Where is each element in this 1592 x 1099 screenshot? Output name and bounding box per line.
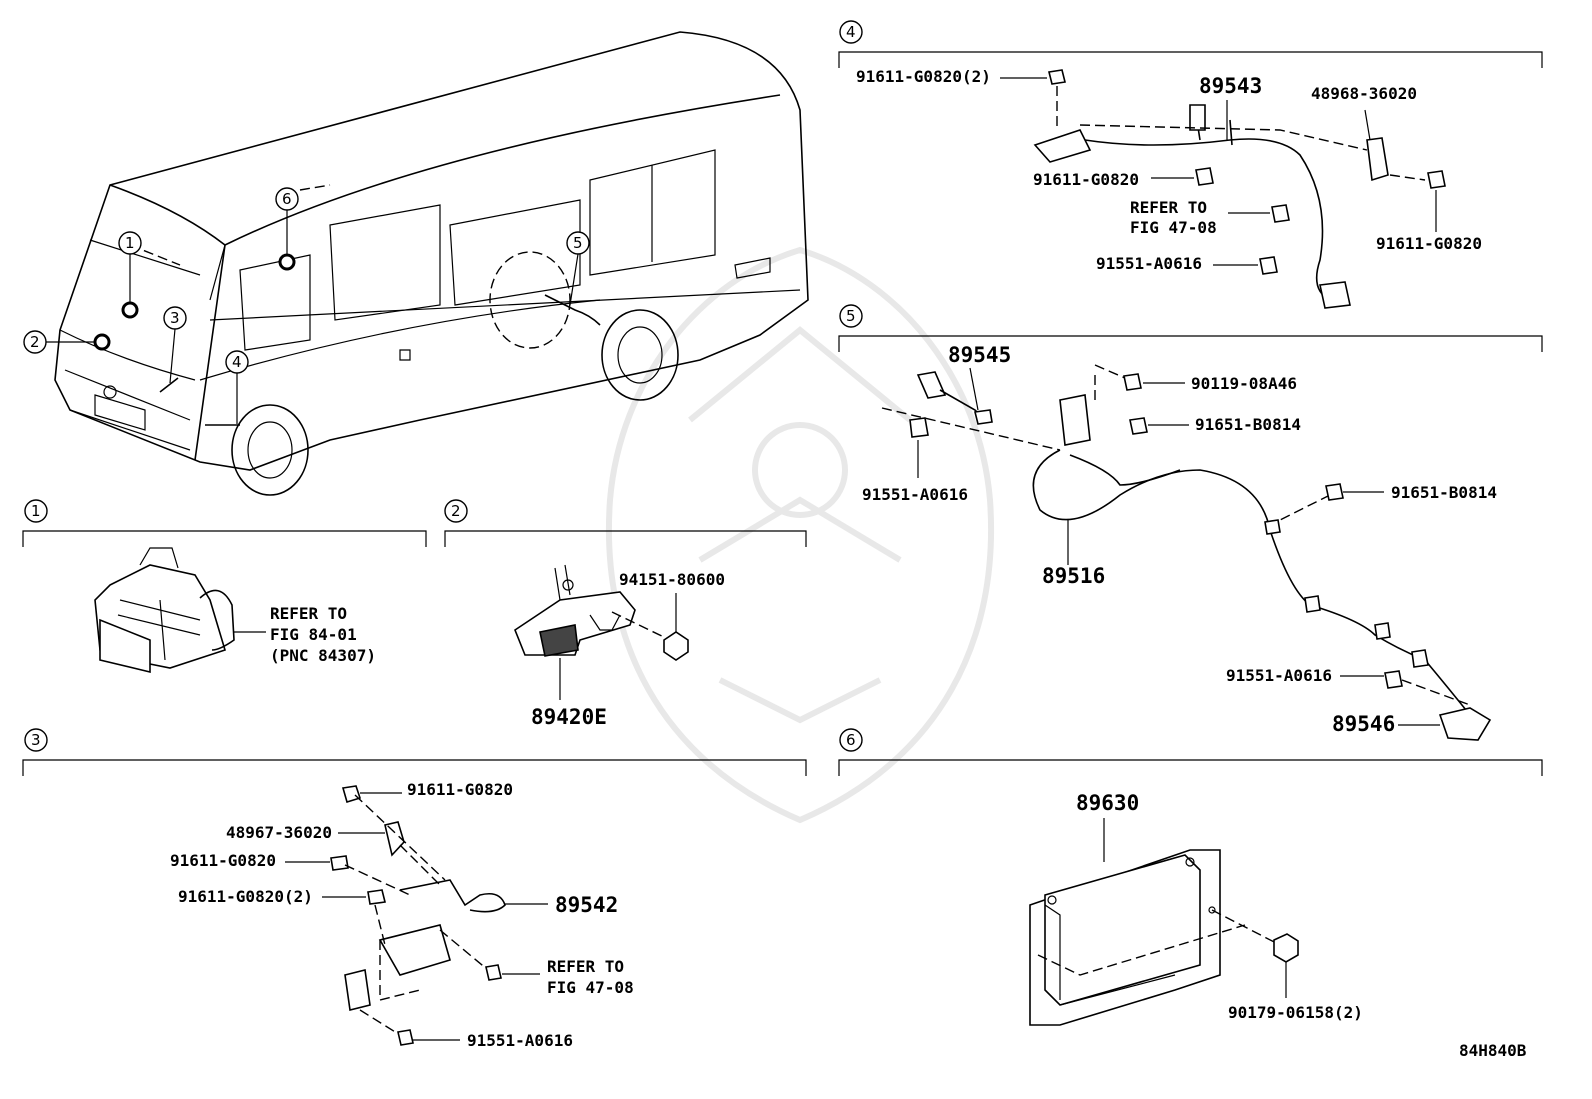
- part-label: 91611-G0820(2): [856, 67, 991, 86]
- section-4-number: 4: [846, 23, 856, 41]
- section-3-number: 3: [31, 731, 41, 749]
- section-1-number: 1: [31, 502, 41, 520]
- part-label: (PNC 84307): [270, 646, 376, 665]
- section-5-number: 5: [846, 307, 856, 325]
- part-label: 91551-A0616: [1096, 254, 1202, 273]
- section-4-drawing: 91611-G0820(2) 91611-G0820 89543 48968-3…: [856, 67, 1482, 309]
- section-headers: 1 2 3 4 5 6: [22, 20, 1543, 776]
- part-label: REFER TO: [547, 957, 624, 976]
- part-label: 94151-80600: [619, 570, 725, 589]
- overview-callouts: 1 2 3 4 5 6: [23, 187, 590, 424]
- part-label: 91611-G0820: [407, 780, 513, 799]
- section-3-drawing: 91611-G0820 48967-36020 91611-G0820 9161…: [170, 780, 634, 1050]
- section-2-drawing: 94151-80600 89420E: [514, 564, 725, 729]
- callout-number: 6: [282, 190, 292, 208]
- section-1-drawing: REFER TO FIG 84-01 (PNC 84307): [94, 547, 376, 674]
- diagram-code: 84H840B: [1459, 1041, 1527, 1060]
- part-number-large: 89545: [948, 343, 1011, 367]
- part-label: 90179-06158(2): [1228, 1003, 1363, 1022]
- part-label: 91611-G0820: [1376, 234, 1482, 253]
- part-label: 91611-G0820: [1033, 170, 1139, 189]
- part-number-large: 89516: [1042, 564, 1105, 588]
- callout-number: 3: [170, 309, 180, 327]
- part-label: FIG 47-08: [547, 978, 634, 997]
- part-label: 91551-A0616: [862, 485, 968, 504]
- callout-number: 4: [232, 353, 242, 371]
- callout-number: 5: [573, 234, 583, 252]
- part-label: 91651-B0814: [1195, 415, 1301, 434]
- part-number-large: 89542: [555, 893, 618, 917]
- part-label: FIG 84-01: [270, 625, 357, 644]
- part-label: 48967-36020: [226, 823, 332, 842]
- part-label: 91551-A0616: [467, 1031, 573, 1050]
- part-number-large: 89420E: [531, 705, 607, 729]
- part-number-large: 89630: [1076, 791, 1139, 815]
- part-number-large: 89543: [1199, 74, 1262, 98]
- part-label: REFER TO: [270, 604, 347, 623]
- callout-number: 1: [125, 234, 135, 252]
- section-2-number: 2: [451, 502, 461, 520]
- part-number-large: 89546: [1332, 712, 1395, 736]
- vehicle-overview: [54, 31, 809, 496]
- section-6-number: 6: [846, 731, 856, 749]
- part-label: 91611-G0820: [170, 851, 276, 870]
- callout-number: 2: [30, 333, 40, 351]
- part-label: 90119-08A46: [1191, 374, 1297, 393]
- part-label: 91651-B0814: [1391, 483, 1497, 502]
- part-label: REFER TO: [1130, 198, 1207, 217]
- section-6-drawing: 89630 90179-06158(2): [1029, 791, 1363, 1026]
- part-label: 48968-36020: [1311, 84, 1417, 103]
- part-label: FIG 47-08: [1130, 218, 1217, 237]
- part-label: 91551-A0616: [1226, 666, 1332, 685]
- section-5-drawing: 89545 90119-08A46 91651-B0814 91551-A061…: [862, 343, 1497, 741]
- part-label: 91611-G0820(2): [178, 887, 313, 906]
